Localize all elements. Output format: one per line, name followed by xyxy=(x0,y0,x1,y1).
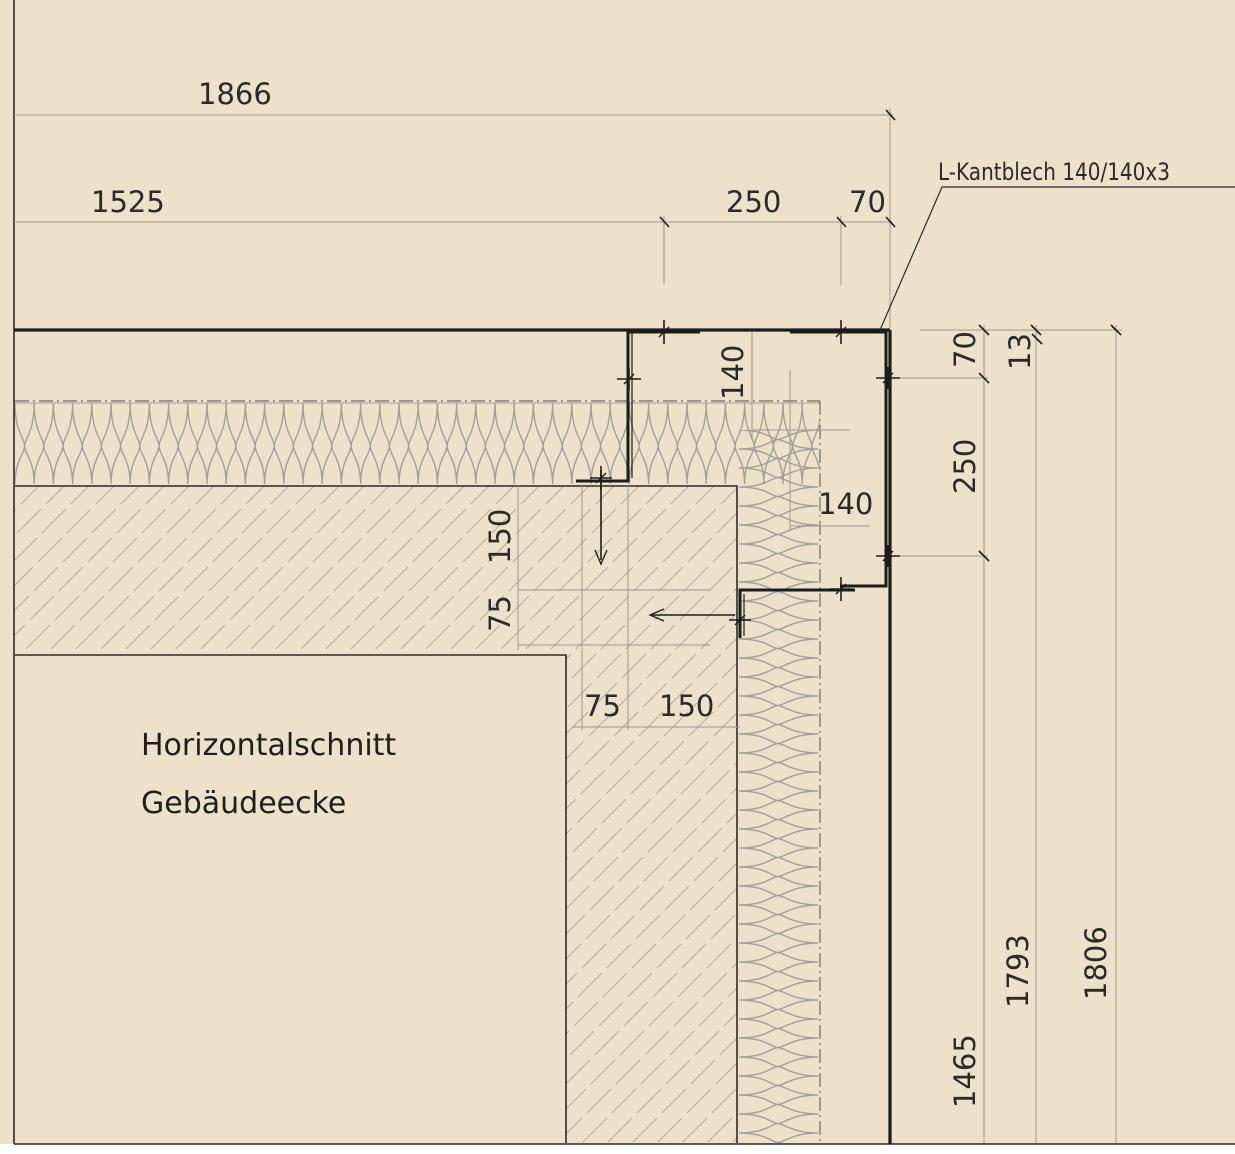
dim-1866: 1866 xyxy=(198,77,272,111)
detail-arrows xyxy=(594,470,735,622)
dim-75-vertical: 75 xyxy=(483,595,517,632)
top-insulation-layer xyxy=(15,402,820,485)
dimension-cross-markers xyxy=(590,320,900,632)
detail-reference-lines xyxy=(517,332,870,730)
dim-1525: 1525 xyxy=(91,185,165,219)
dim-250-top: 250 xyxy=(726,185,781,219)
dim-1465-right: 1465 xyxy=(948,1034,982,1108)
dim-1793-right: 1793 xyxy=(1001,934,1035,1008)
annotation-leader xyxy=(879,186,1235,331)
lower-margin xyxy=(0,1144,1235,1154)
dim-70-top: 70 xyxy=(849,185,886,219)
annotation-l-kantblech: L-Kantblech 140/140x3 xyxy=(938,158,1170,186)
right-dimension-lines xyxy=(895,324,1122,1143)
concrete-outline xyxy=(15,485,738,1143)
top-dimension-lines xyxy=(14,108,896,328)
dim-150-vertical: 150 xyxy=(483,509,517,564)
dim-150-horizontal: 150 xyxy=(659,689,714,723)
dim-1806-right: 1806 xyxy=(1079,926,1113,1000)
dim-75-horizontal: 75 xyxy=(584,689,621,723)
dim-70-right: 70 xyxy=(948,331,982,368)
inner-room-outline xyxy=(15,654,567,1143)
caption-line-2: Gebäudeecke xyxy=(141,786,346,821)
dim-140-horizontal: 140 xyxy=(818,487,873,521)
dim-140-vertical: 140 xyxy=(716,345,750,400)
dim-13-right: 13 xyxy=(1003,333,1037,370)
dim-250-right: 250 xyxy=(948,439,982,494)
caption-line-1: Horizontalschnitt xyxy=(141,728,396,763)
